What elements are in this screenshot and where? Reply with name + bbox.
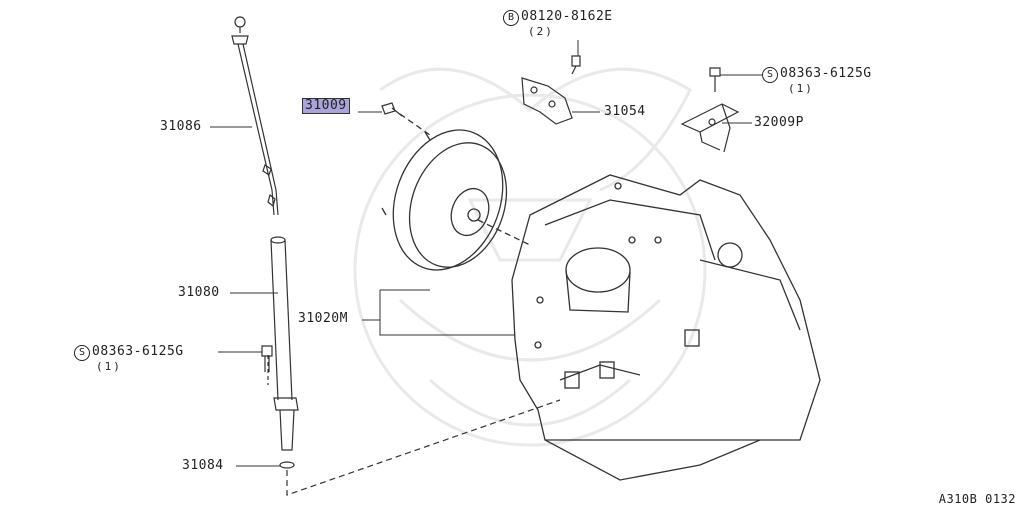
fastener-label-bolt-top[interactable]: 08120-8162E xyxy=(521,9,613,24)
part-label-31080[interactable]: 31080 xyxy=(178,285,220,300)
bolt-symbol-icon: B xyxy=(503,10,519,26)
fastener-qty-bolt-top: (2) xyxy=(528,25,554,38)
watermark-logo xyxy=(353,67,707,447)
bracket-32009p xyxy=(680,103,740,153)
dipstick-tube xyxy=(267,236,561,496)
part-label-31054[interactable]: 31054 xyxy=(604,104,646,119)
part-label-31084[interactable]: 31084 xyxy=(182,458,224,473)
fastener-label-screw-right[interactable]: 08363-6125G xyxy=(780,66,872,81)
diagram-reference-code: A310B 0132 xyxy=(938,492,1016,506)
dipstick xyxy=(231,16,279,216)
bracket-31054 xyxy=(521,77,573,125)
torque-converter xyxy=(381,113,531,271)
screw-symbol-icon: S xyxy=(762,67,778,83)
part-label-31009[interactable]: 31009 xyxy=(302,98,350,114)
part-label-31086[interactable]: 31086 xyxy=(160,119,202,134)
leader-lines xyxy=(210,40,762,467)
part-label-32009p[interactable]: 32009P xyxy=(754,115,804,130)
fastener-qty-screw-right: (1) xyxy=(788,82,814,95)
fastener-qty-screw-left: (1) xyxy=(96,360,122,373)
fastener-label-screw-left[interactable]: 08363-6125G xyxy=(92,344,184,359)
bolts xyxy=(261,55,721,372)
part-label-31020m[interactable]: 31020M xyxy=(298,311,348,326)
transmission-case xyxy=(511,174,821,481)
screw-symbol-icon: S xyxy=(74,345,90,361)
